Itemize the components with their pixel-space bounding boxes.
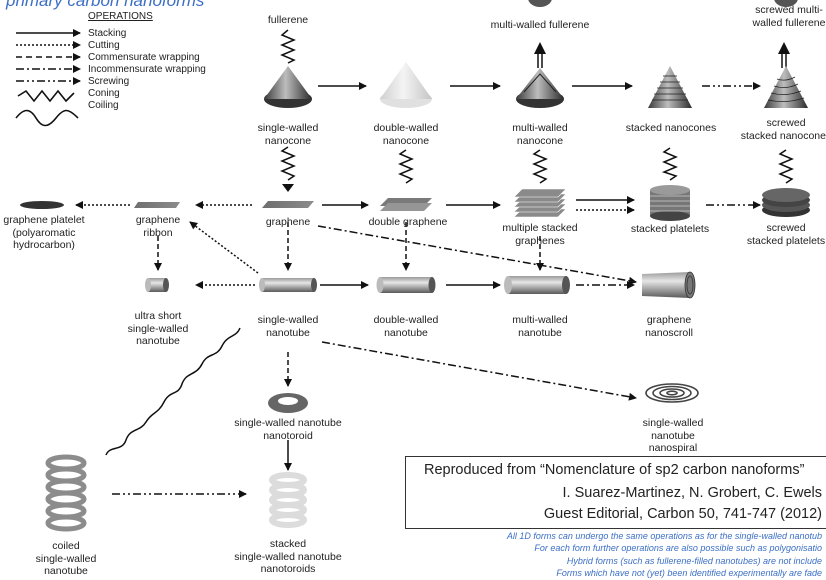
legend-samples [15, 29, 81, 127]
coiled-nanotube-shape [45, 454, 87, 532]
label-screwed-stacked-nanocones: screwed stacked nanocones [740, 117, 826, 142]
label-graphene-ribbon: graphene ribbon [135, 214, 181, 239]
label-dw-nanotube: double-walled nanotube [373, 314, 439, 339]
label-multiple-stacked-graphenes: multiple stacked graphenes [502, 222, 578, 247]
mw-nanotube-shape [504, 276, 570, 294]
dw-nanocone-shape [380, 62, 432, 108]
ultra-short-nanotube-shape [145, 278, 169, 292]
legend-wave [15, 109, 79, 127]
label-stacked-nanocones: stacked nanocones [625, 122, 717, 134]
note-faded-forms: Forms which have not (yet) been identifi… [556, 568, 822, 578]
zigzag-screwed-platelets [778, 149, 794, 184]
label-screwed-mw-fullerene: screwed multi- walled fullerene [752, 4, 826, 29]
legend-coiling: Coiling [88, 100, 119, 111]
label-mw-nanotube: multi-walled nanotube [512, 314, 568, 339]
sw-nanotoroid-shape [268, 393, 308, 413]
wave-tube-coil [105, 327, 241, 456]
citation-box [405, 456, 826, 529]
label-fullerene: fullerene [267, 14, 309, 26]
note-further-operations: For each form further operations are als… [534, 543, 822, 553]
legend-screwing: Screwing [88, 76, 130, 87]
mw-fullerene-shape [528, 0, 552, 7]
graphene-platelet-shape [20, 201, 64, 209]
stacked-platelets-shape [650, 185, 690, 221]
label-sw-nanotube: single-walled nanotube [257, 314, 319, 339]
multiple-stacked-graphenes-shape [513, 188, 567, 218]
citation-journal: Guest Editorial, Carbon 50, 741-747 (201… [543, 506, 822, 522]
label-graphene: graphene [265, 216, 311, 228]
arrowhead-mw-fullerene [534, 42, 546, 54]
legend-title: OPERATIONS [88, 11, 153, 22]
label-sw-nanotoroid: single-walled nanotube nanotoroid [234, 417, 342, 442]
arrowhead-cone-graphene [282, 184, 294, 192]
legend-commensurate-wrapping: Commensurate wrapping [88, 52, 200, 63]
label-mw-nanocone: multi-walled nanocone [512, 122, 568, 147]
arrow-graphene-scroll [317, 225, 637, 285]
sw-nanotube-shape [259, 278, 317, 292]
zigzag-mwcone-multiple [532, 149, 548, 184]
label-sw-nanocone: single-walled nanocone [257, 122, 319, 147]
zigzag-stacked-platelets [661, 147, 678, 181]
label-stacked-platelets: stacked platelets [630, 223, 710, 235]
arrowhead-screwed-fullerene [778, 42, 790, 54]
dw-nanotube-shape [376, 277, 436, 293]
zigzag-fullerene-cone [280, 29, 296, 64]
mw-nanocone-shape [516, 68, 564, 108]
zigzag-dwcone-double [398, 149, 414, 184]
label-ultra-short-nanotube: ultra short single-walled nanotube [127, 310, 189, 347]
label-graphene-platelet: graphene platelet (polyaromatic hydrocar… [3, 214, 85, 251]
page-title: primary carbon nanoforms [6, 0, 205, 10]
label-dw-nanocone: double-walled nanocone [373, 122, 439, 147]
label-screwed-stacked-platelets: screwed stacked platelets [746, 222, 826, 247]
double-graphene-shape [380, 198, 432, 211]
stacked-nanocones-shape [648, 66, 692, 108]
legend-zigzag [17, 89, 75, 103]
label-coiled-nanotube: coiled single-walled nanotube [35, 540, 97, 577]
nanospiral-shape [645, 383, 699, 403]
zigzag-cone-graphene [280, 146, 296, 181]
label-graphene-nanoscroll: graphene nanoscroll [645, 314, 693, 339]
label-stacked-nanotoroids: stacked single-walled nanotube nanotoroi… [234, 538, 342, 575]
arrow-swtube-spiral [321, 341, 637, 401]
label-sw-nanospiral: single-walled nanotube nanospiral [642, 417, 704, 454]
graphene-shape [262, 201, 314, 208]
sw-nanocone-shape [264, 66, 312, 108]
legend-cutting: Cutting [88, 40, 120, 51]
screwed-stacked-nanocones-shape [764, 66, 808, 108]
screwed-fullerene-shape [774, 0, 798, 7]
screwed-stacked-platelets-shape [762, 188, 810, 217]
arrow-tube-ribbon [189, 221, 259, 274]
note-hybrid-forms: Hybrid forms (such as fullerene-filled n… [566, 556, 822, 566]
label-mw-fullerene: multi-walled fullerene [490, 19, 590, 31]
stacked-nanotoroids-shape [269, 472, 307, 528]
legend-stacking: Stacking [88, 28, 127, 39]
citation-authors: I. Suarez-Martinez, N. Grobert, C. Ewels [562, 485, 822, 501]
graphene-ribbon-shape [134, 202, 180, 208]
citation-title: Reproduced from “Nomenclature of sp2 car… [424, 462, 805, 478]
legend-incommensurate-wrapping: Incommensurate wrapping [88, 64, 206, 75]
graphene-nanoscroll-shape [642, 271, 696, 299]
label-double-graphene: double graphene [368, 216, 448, 228]
note-1d-forms: All 1D forms can undergo the same operat… [506, 531, 822, 541]
legend-coning: Coning [88, 88, 120, 99]
